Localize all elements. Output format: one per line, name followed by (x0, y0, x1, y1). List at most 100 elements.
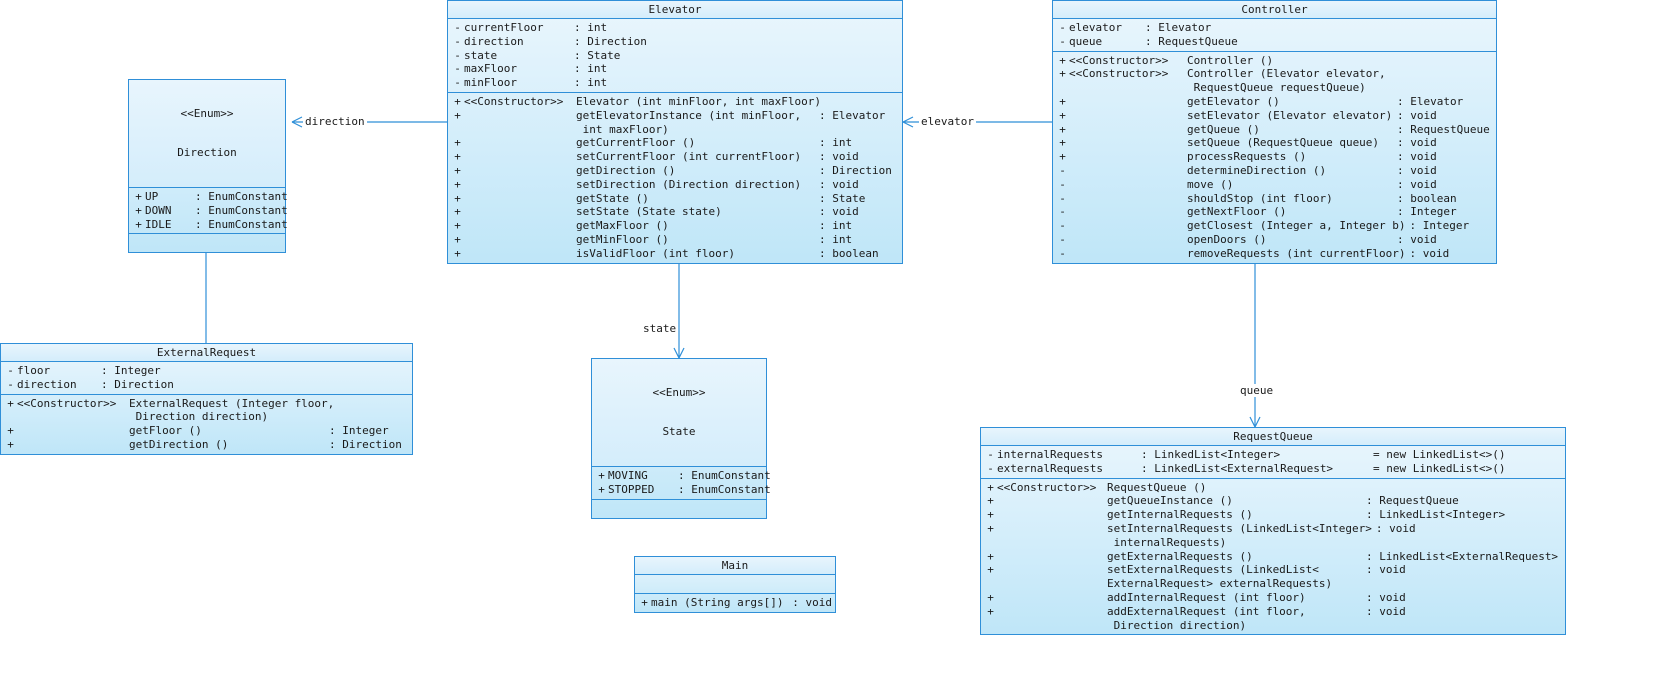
visibility: - (454, 76, 461, 90)
visibility: + (454, 150, 461, 164)
operation-signature: setCurrentFloor (int currentFloor) (576, 150, 802, 164)
stereotype (1069, 164, 1187, 178)
visibility: + (987, 563, 994, 577)
visibility: + (1059, 94, 1066, 108)
operation-return: : RequestQueue (1397, 122, 1490, 136)
visibility: - (1059, 34, 1066, 48)
visibility: + (135, 217, 142, 231)
edge-label-queue: queue (1238, 384, 1276, 397)
attribute-row: -externalRequests: LinkedList<ExternalRe… (981, 462, 1565, 476)
stereotype (464, 219, 576, 233)
visibility: + (454, 191, 461, 205)
attribute-name: STOPPED (608, 482, 655, 496)
visibility: + (598, 482, 605, 496)
operation-signature: getExternalRequests () (1107, 549, 1253, 563)
attribute-row: -internalRequests: LinkedList<Integer>= … (981, 448, 1565, 462)
operation-signature: getElevator () (1187, 94, 1280, 108)
class-box-elevator[interactable]: Elevator -currentFloor: int -direction: … (447, 0, 903, 264)
visibility: + (135, 203, 142, 217)
operation-signature: Controller () (1187, 53, 1274, 67)
operation-signature: int maxFloor) (576, 122, 669, 136)
operation-row: +setExternalRequests (LinkedList<: void (981, 563, 1565, 577)
operations-controller: +<<Constructor>>Controller () +<<Constru… (1053, 52, 1496, 263)
attribute-type: : Direction (101, 377, 174, 391)
operation-signature: getFloor () (129, 424, 202, 438)
operation-signature: setState (State state) (576, 205, 722, 219)
edge-controller-requestqueue (1249, 263, 1261, 428)
operations-request-queue: +<<Constructor>>RequestQueue () +getQueu… (981, 479, 1565, 635)
visibility: + (1059, 67, 1066, 81)
operation-return: : int (819, 136, 853, 150)
visibility: + (454, 163, 461, 177)
attribute-type: : Direction (574, 34, 647, 48)
operation-return: : void (819, 150, 859, 164)
stereotype (997, 591, 1107, 605)
operation-row: +<<Constructor>>Controller (Elevator ele… (1053, 67, 1496, 81)
operation-return: : void (1409, 246, 1450, 260)
operation-return: : boolean (1397, 191, 1457, 205)
operation-row: +<<Constructor>>Controller () (1053, 54, 1496, 68)
operation-signature: setExternalRequests (LinkedList< (1107, 563, 1319, 577)
class-box-main[interactable]: Main +main (String args[]): void (634, 556, 836, 613)
visibility: - (987, 448, 994, 461)
class-box-request-queue[interactable]: RequestQueue -internalRequests: LinkedLi… (980, 427, 1566, 636)
operation-signature: move () (1187, 177, 1234, 191)
operation-return: : LinkedList<Integer> (1366, 508, 1506, 522)
visibility: - (1059, 232, 1066, 246)
class-box-direction[interactable]: <<Enum>> Direction +UP: EnumConstant +DO… (128, 79, 288, 254)
attribute-type: : State (574, 48, 621, 62)
operation-signature: processRequests () (1187, 150, 1307, 164)
stereotype (1069, 136, 1187, 150)
stereotype (1069, 178, 1187, 192)
class-box-external-request[interactable]: ExternalRequest -floor: Integer -directi… (0, 343, 413, 455)
operation-row: +setQueue (RequestQueue queue): void (1053, 136, 1496, 150)
attribute-type: : EnumConstant (195, 190, 288, 203)
stereotype (17, 424, 129, 438)
operation-signature: getNextFloor () (1187, 205, 1287, 219)
operation-return: : Elevator (1397, 94, 1464, 108)
class-box-controller[interactable]: Controller -elevator: Elevator -queue: R… (1052, 0, 1497, 264)
visibility: + (454, 246, 461, 260)
class-title-direction: <<Enum>> Direction (129, 80, 285, 188)
operation-return (1362, 481, 1562, 495)
stereotype (997, 494, 1107, 508)
operation-signature: getElevatorInstance (int minFloor, (576, 108, 802, 122)
attribute-type: : int (574, 62, 608, 76)
attribute-name: MOVING (608, 469, 648, 482)
operation-return (1393, 67, 1493, 81)
attribute-name: minFloor (464, 76, 517, 90)
operation-signature: getQueueInstance () (1107, 494, 1233, 508)
operations-external-request: +<<Constructor>>ExternalRequest (Integer… (1, 395, 412, 454)
stereotype (1069, 205, 1187, 219)
operation-row: +getDirection (): Direction (448, 164, 902, 178)
attribute-name: elevator (1069, 21, 1122, 34)
class-box-state[interactable]: <<Enum>> State +MOVING: EnumConstant +ST… (591, 358, 771, 519)
attributes-request-queue: -internalRequests: LinkedList<Integer>= … (981, 446, 1565, 479)
visibility: + (598, 469, 605, 482)
operation-row-cont: Direction direction) (1, 410, 412, 424)
attribute-row: -state: State (448, 49, 902, 63)
operation-return: : void (1397, 108, 1437, 122)
operation-row: +getMinFloor (): int (448, 233, 902, 247)
stereotype (464, 178, 576, 192)
stereotype-label: <<Enum>> (652, 386, 706, 399)
attribute-type: : EnumConstant (195, 203, 288, 217)
enum-name: State (662, 425, 696, 438)
operation-row: -determineDirection (): void (1053, 164, 1496, 178)
visibility: - (987, 461, 994, 475)
visibility: + (641, 596, 648, 609)
attribute-name: UP (145, 190, 159, 203)
operation-return: : LinkedList<ExternalRequest> (1366, 549, 1559, 563)
visibility: - (7, 377, 14, 391)
operation-signature: ExternalRequest> externalRequests) (1107, 577, 1333, 591)
visibility: + (987, 549, 994, 563)
operation-signature: Elevator (int minFloor, int maxFloor) (576, 94, 822, 108)
attribute-name: externalRequests (997, 461, 1103, 475)
attribute-type: : int (574, 76, 608, 90)
stereotype (464, 164, 576, 178)
visibility: + (1059, 136, 1066, 150)
operations-direction (129, 234, 285, 252)
operation-signature: openDoors () (1187, 232, 1267, 246)
attribute-type: : Integer (101, 364, 161, 377)
visibility: + (987, 480, 994, 494)
